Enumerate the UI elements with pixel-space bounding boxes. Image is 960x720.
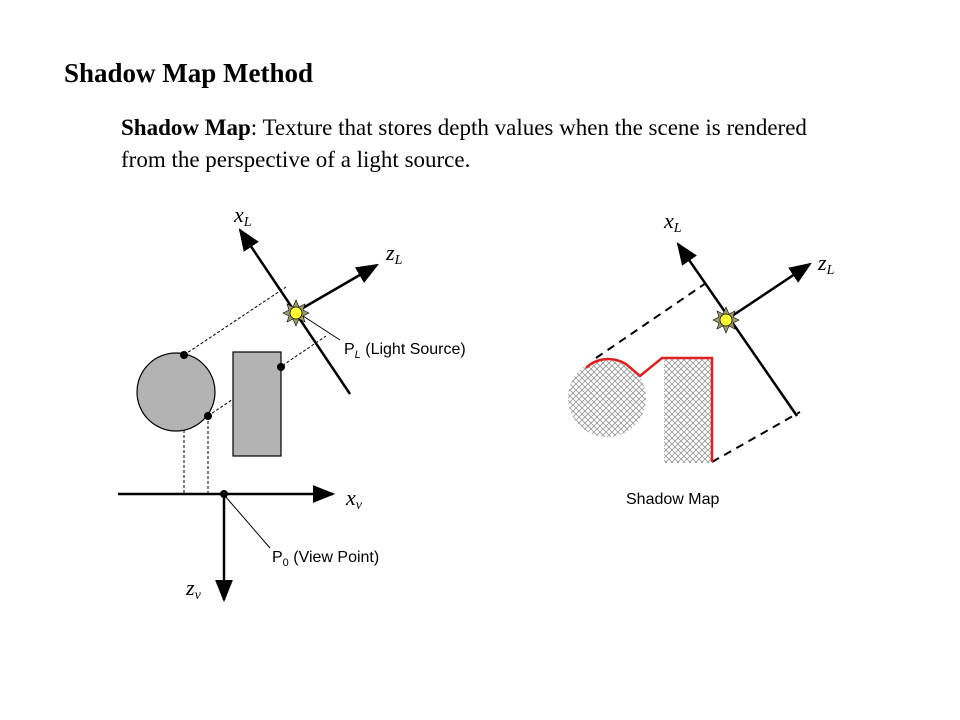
light-source-icon xyxy=(282,299,310,327)
description-text: Texture that stores depth values when th… xyxy=(121,115,807,172)
zL-label: zL xyxy=(385,240,403,268)
xL-label: xL xyxy=(233,202,252,230)
sample-point xyxy=(204,412,212,420)
slide-title: Shadow Map Method xyxy=(64,58,314,88)
zL-axis xyxy=(295,263,379,314)
zv-label: zv xyxy=(185,575,202,603)
zL-axis-right xyxy=(725,262,812,322)
projection-line-top xyxy=(183,286,287,356)
light-pointer-line xyxy=(299,313,341,341)
xL-label-right: xL xyxy=(663,208,682,236)
hatched-box xyxy=(664,359,712,463)
sample-point xyxy=(180,351,188,359)
shadow-map-edge xyxy=(585,356,714,462)
view-point-dot xyxy=(220,490,228,498)
map-boundary-top xyxy=(595,282,707,359)
map-boundary-bottom xyxy=(711,411,801,463)
slide-description: Shadow Map: Texture that stores depth va… xyxy=(121,112,841,176)
right-diagram: xL zL Shadow Map xyxy=(568,208,835,508)
view-pointer-line xyxy=(224,495,271,549)
light-source-label: PL (Light Source) xyxy=(344,341,466,361)
description-term: Shadow Map xyxy=(121,115,251,140)
xL-axis-right xyxy=(676,242,799,417)
sphere-object xyxy=(136,352,216,432)
sample-point xyxy=(277,363,285,371)
left-diagram: xL zL xv zv PL (Light Source) P0 (View P… xyxy=(118,202,466,603)
view-point-label: P0 (View Point) xyxy=(272,549,379,569)
xv-label: xv xyxy=(345,485,363,513)
shadow-map-caption: Shadow Map xyxy=(626,491,719,508)
light-source-icon xyxy=(712,306,740,334)
zL-label-right: zL xyxy=(817,250,835,278)
box-object xyxy=(232,351,282,457)
hatched-sphere xyxy=(568,359,646,437)
description-separator: : xyxy=(250,115,263,140)
